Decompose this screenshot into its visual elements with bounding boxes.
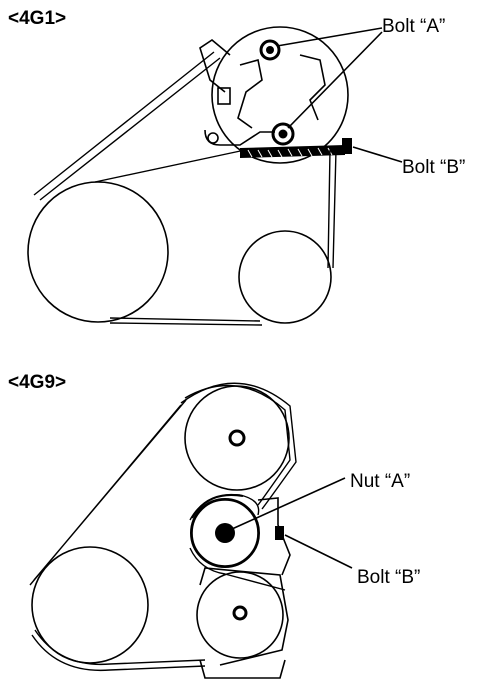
upper-pulley-hub: [228, 429, 246, 447]
belt-idler-wrap: [189, 494, 286, 591]
belt-left-run: [33, 51, 221, 201]
section-4g1-heading: <4G1>: [8, 8, 66, 29]
bolt-b-head: [342, 138, 352, 154]
tensioner-bracket: [257, 497, 291, 576]
belt-upper-loop-outer: [180, 382, 297, 510]
bolt-a-lower: [271, 122, 295, 146]
bolt-b-4g9-leader: [284, 534, 353, 569]
water-pump-pulley: [238, 230, 332, 324]
drive-belt-4g1: [33, 51, 337, 326]
bolt-a-upper: [259, 39, 281, 61]
adjuster-pivot: [207, 132, 219, 144]
bolt-a-leaders: [276, 27, 383, 129]
alternator-bracket: [199, 39, 231, 93]
belt-inner-run: [94, 149, 246, 183]
lower-right-pulley-hub: [232, 605, 248, 621]
nut-a-leader: [231, 477, 346, 530]
pump-base: [199, 659, 286, 679]
drive-belt-4g9: [29, 382, 297, 672]
belt-right-run: [327, 149, 337, 269]
nut-a: [215, 523, 235, 543]
section-4g1: <4G1>: [8, 8, 465, 326]
belt-idler-contact: [191, 494, 244, 519]
bolt-a-lower-core: [278, 129, 288, 139]
alternator-fins: [237, 58, 263, 129]
bolt-a-label: Bolt “A”: [382, 16, 445, 37]
bolt-a-upper-core: [266, 46, 274, 54]
alternator: [199, 26, 352, 164]
belt-bottom-run: [109, 317, 263, 326]
bolt-b-4g9-label: Bolt “B”: [357, 567, 420, 588]
bolt-b-label: Bolt “B”: [402, 157, 465, 178]
belt-bottom-run: [31, 629, 206, 672]
section-4g9: <4G9> Nut “A” Bolt “B”: [8, 372, 420, 679]
nut-a-label: Nut “A”: [350, 471, 410, 492]
alternator-housing: [211, 26, 349, 164]
section-4g9-heading: <4G9>: [8, 372, 66, 393]
lower-right-pulley: [196, 571, 284, 659]
alternator-terminal: [217, 87, 231, 105]
crankshaft-pulley: [27, 181, 169, 323]
crankshaft-pulley-4g9: [31, 546, 149, 664]
alternator-fins-right: [299, 54, 326, 121]
idler-pulley-rim: [190, 498, 260, 568]
adjusting-rod: [240, 145, 345, 158]
bolt-b-leader: [352, 146, 403, 163]
pump-housing: [199, 567, 289, 666]
bolt-b-4g9: [275, 526, 284, 540]
belt-left-run: [29, 399, 187, 586]
